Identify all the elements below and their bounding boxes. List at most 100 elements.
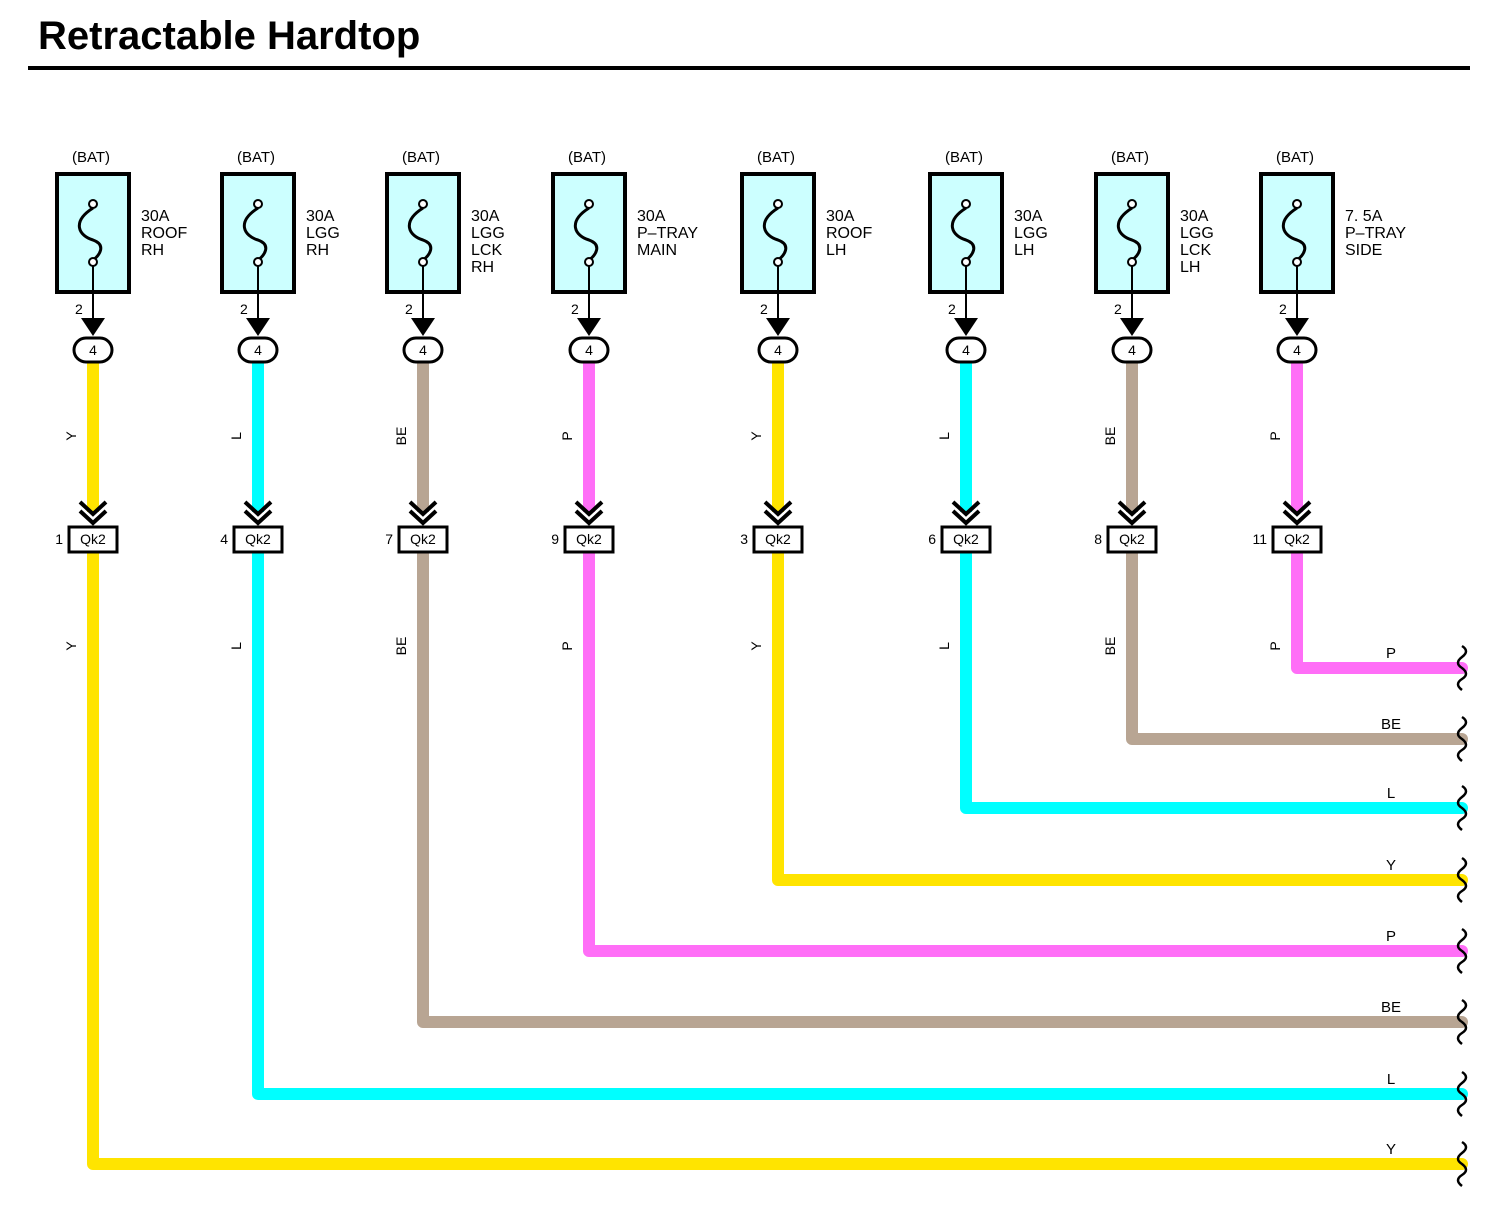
fuse-pin-number: 2 (75, 301, 83, 317)
fuse-rating-label: LGG (1180, 225, 1214, 242)
wire-color-label-vertical: Y (748, 431, 764, 441)
wire-break-symbol (1456, 784, 1468, 831)
wire-color-label: BE (1381, 999, 1401, 1016)
fuse-rating-label: 30A (1014, 208, 1043, 225)
connector-icon (1106, 525, 1158, 554)
connector-id: Qk2 (410, 531, 436, 547)
fuse-terminal (584, 199, 594, 209)
wire-break-symbol (1456, 927, 1468, 974)
wire-run (417, 546, 1468, 1028)
fuse-terminal (1127, 199, 1137, 209)
junction-block-icon (72, 336, 114, 364)
fuse-rating-label: LGG (1014, 225, 1048, 242)
fuse-element (78, 206, 103, 262)
wire-run (1291, 546, 1468, 674)
junction-block-icon (568, 336, 610, 364)
wire-color-label: Y (1386, 1141, 1396, 1158)
battery-source-label: (BAT) (757, 149, 795, 166)
arrow-down-icon (1285, 318, 1309, 336)
fuse-terminal (1127, 257, 1137, 267)
wire-color-label: BE (1381, 716, 1401, 733)
junction-block-number: 4 (419, 342, 427, 358)
connector-icon (1271, 525, 1323, 554)
wire-break-symbol (1456, 1070, 1468, 1117)
fuse-rating-label: LGG (306, 225, 340, 242)
junction-block-icon (237, 336, 279, 364)
connector-icon (563, 525, 615, 554)
connector-chevron-icon (1282, 500, 1312, 526)
connector-chevron-icon (574, 500, 604, 526)
connector-pin-number: 7 (385, 531, 393, 547)
battery-source-label: (BAT) (1276, 149, 1314, 166)
connector-chevron-icon (408, 500, 438, 526)
connector-pin-number: 11 (1252, 531, 1267, 547)
wire-color-label-vertical: L (228, 432, 244, 440)
connector-icon (397, 525, 449, 554)
fuse-rating-label: 7. 5A (1345, 208, 1383, 225)
battery-source-label: (BAT) (1111, 149, 1149, 166)
fuse-rating-label: LH (826, 242, 846, 259)
wire-color-label-vertical: BE (393, 427, 409, 446)
junction-block-icon (402, 336, 444, 364)
fuse-rating-label: P–TRAY (1345, 225, 1406, 242)
connector-pin-number: 6 (928, 531, 936, 547)
wire-color-label: L (1387, 785, 1395, 802)
fuse-terminal (418, 199, 428, 209)
wire-color-label: P (1386, 928, 1396, 945)
connector-chevron-icon (1117, 500, 1147, 526)
arrow-down-icon (246, 318, 270, 336)
arrow-down-icon (1120, 318, 1144, 336)
fuse-element (763, 206, 788, 262)
fuse-rating-label: 30A (637, 208, 666, 225)
arrow-down-icon (81, 318, 105, 336)
wire-run (87, 546, 1468, 1170)
battery-source-label: (BAT) (72, 149, 110, 166)
junction-block-number: 4 (585, 342, 593, 358)
fuse-terminal (418, 257, 428, 267)
fuse-terminal (253, 199, 263, 209)
fuse-terminal (773, 257, 783, 267)
wire-break-symbol (1456, 1140, 1468, 1187)
wire-color-label-vertical: P (559, 431, 575, 440)
wire-color-label-vertical: BE (1102, 427, 1118, 446)
fuse-terminal (584, 257, 594, 267)
junction-block-icon (1276, 336, 1318, 364)
wire-break-symbol (1456, 644, 1468, 691)
page-title: Retractable Hardtop (38, 14, 421, 58)
wire-run (960, 546, 1468, 814)
junction-block-number: 4 (774, 342, 782, 358)
fuse-element (408, 206, 433, 262)
fuse-pin-number: 2 (1114, 301, 1122, 317)
wire-color-label: L (1387, 1071, 1395, 1088)
junction-block-icon (1111, 336, 1153, 364)
fuse-element (951, 206, 976, 262)
connector-icon (232, 525, 284, 554)
battery-source-label: (BAT) (237, 149, 275, 166)
wire-color-label-vertical: L (936, 642, 952, 650)
fuse-terminal (961, 257, 971, 267)
wire-color-label-vertical: Y (63, 431, 79, 441)
fuse-rating-label: SIDE (1345, 242, 1382, 259)
fuse-rating-label: P–TRAY (637, 225, 698, 242)
wire-color-label-vertical: P (559, 641, 575, 650)
connector-chevron-icon (78, 500, 108, 526)
connector-id: Qk2 (245, 531, 271, 547)
fuse-rating-label: ROOF (826, 225, 872, 242)
fuse-pin-number: 2 (760, 301, 768, 317)
wire-color-label-vertical: Y (63, 641, 79, 651)
wire-color-label-vertical: L (936, 432, 952, 440)
battery-source-label: (BAT) (568, 149, 606, 166)
wire-run (583, 546, 1468, 957)
wire-run (1126, 546, 1468, 745)
fuse-rating-label: MAIN (637, 242, 677, 259)
connector-chevron-icon (763, 500, 793, 526)
wire-color-label-vertical: Y (748, 641, 764, 651)
title-rule (28, 66, 1470, 70)
wire-run (772, 546, 1468, 886)
fuse-terminal (88, 257, 98, 267)
fuse-terminal (773, 199, 783, 209)
fuse-rating-label: 30A (471, 208, 500, 225)
wire-color-label-vertical: BE (393, 637, 409, 656)
wire-color-label-vertical: BE (1102, 637, 1118, 656)
fuse-element (243, 206, 268, 262)
